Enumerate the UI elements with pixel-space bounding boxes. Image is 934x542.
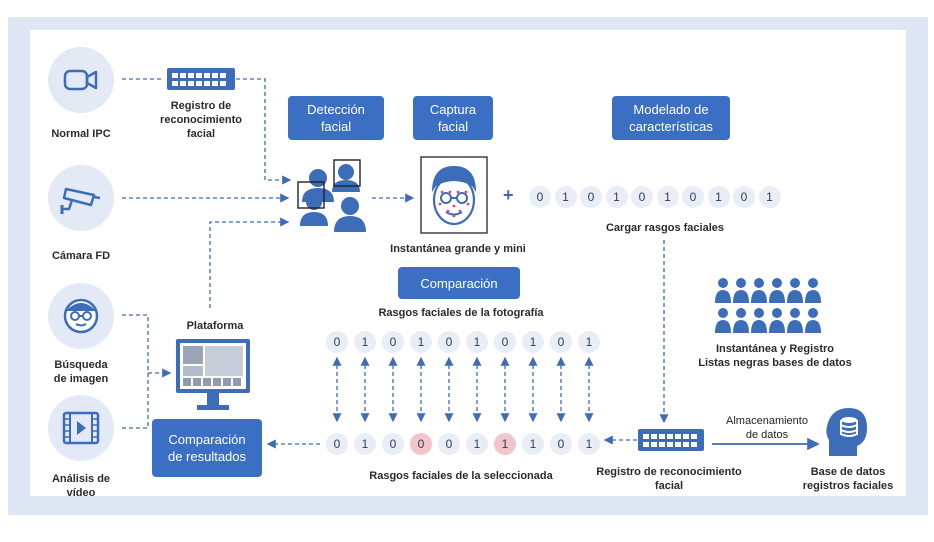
arrow-platform-to-detection (209, 217, 290, 308)
person-icon (715, 278, 731, 303)
nvr-device-bottom-icon (638, 429, 704, 451)
video-file-icon (62, 411, 100, 445)
source-label-fd: Cámara FD (51, 250, 111, 262)
photo-bit: 0 (438, 331, 460, 353)
box-modelado: Modelado de características (612, 96, 730, 140)
person-icon (733, 278, 749, 303)
database-head-icon (826, 408, 867, 456)
photo-bit: 0 (494, 331, 516, 353)
person-icon (751, 308, 767, 333)
source-label-video: Análisis de vídeo (51, 473, 111, 499)
model-bit: 1 (707, 186, 730, 208)
person-icon (769, 308, 785, 333)
person-icon (787, 308, 803, 333)
comparison-arrows (332, 356, 594, 423)
person-icon (805, 278, 821, 303)
label-rasgos-seleccionada: Rasgos faciales de la seleccionada (369, 470, 553, 482)
selected-bit: 0 (550, 433, 572, 455)
model-bit: 1 (758, 186, 781, 208)
cctv-camera-icon (60, 187, 101, 214)
person-icon (751, 278, 767, 303)
model-bit: 0 (733, 186, 755, 208)
person-icon (733, 308, 749, 333)
model-bit: 0 (529, 186, 551, 208)
people-grid-svg (715, 278, 821, 333)
person-icon (715, 308, 731, 333)
label-rasgos-foto: Rasgos faciales de la fotografía (378, 307, 544, 319)
selected-bit: 0 (410, 433, 432, 455)
selected-bit: 1 (354, 433, 376, 455)
person-icon (787, 278, 803, 303)
label-registro-bottom: Registro de reconocimiento facial (596, 466, 742, 492)
photo-bit: 0 (550, 331, 572, 353)
label-base-datos: Base de datos registros faciales (802, 466, 894, 492)
model-bit: 0 (631, 186, 653, 208)
plus-sign: + (503, 185, 514, 205)
photo-bit: 1 (466, 331, 488, 353)
photo-bit: 1 (410, 331, 432, 353)
face-capture-icon (420, 156, 488, 234)
photo-bit: 1 (522, 331, 544, 353)
video-camera-icon (63, 69, 98, 91)
selected-bit: 1 (522, 433, 544, 455)
source-label-ipc: Normal IPC (51, 128, 111, 140)
person-glasses-icon (63, 298, 99, 334)
photo-bit: 1 (354, 331, 376, 353)
selected-bit: 1 (494, 433, 516, 455)
label-almacenamiento: Almacenamiento de datos (726, 415, 808, 441)
monitor-icon (176, 339, 250, 410)
source-circle-ipc (48, 47, 114, 113)
nvr-device-icon (167, 68, 235, 90)
person-icon (769, 278, 785, 303)
selected-bit: 1 (466, 433, 488, 455)
label-plataforma: Plataforma (186, 320, 244, 332)
people-group-icon (714, 276, 824, 334)
photo-bit: 0 (382, 331, 404, 353)
model-bit: 0 (682, 186, 704, 208)
photo-bit: 1 (578, 331, 600, 353)
box-captura-facial: Captura facial (413, 96, 493, 140)
person-icon (805, 308, 821, 333)
model-bit: 0 (580, 186, 602, 208)
label-cargar: Cargar rasgos faciales (605, 222, 724, 234)
source-circle-video (48, 395, 114, 461)
box-comparacion-resultados: Comparación de resultados (152, 419, 262, 477)
selected-bit: 1 (578, 433, 600, 455)
box-deteccion-facial: Detección facial (288, 96, 384, 140)
selected-bit: 0 (438, 433, 460, 455)
model-bit: 1 (554, 186, 577, 208)
label-instantanea: Instantánea grande y mini (390, 243, 526, 255)
source-label-search: Búsqueda de imagen (53, 359, 109, 385)
photo-bit: 0 (326, 331, 348, 353)
face-detection-icon (297, 159, 366, 232)
box-comparacion: Comparación (398, 267, 520, 299)
source-circle-search (48, 283, 114, 349)
selected-bit: 0 (326, 433, 348, 455)
model-bit: 1 (605, 186, 628, 208)
selected-bit: 0 (382, 433, 404, 455)
model-bit: 1 (656, 186, 679, 208)
label-instantanea-registro: Instantánea y Registro Listas negras bas… (698, 343, 852, 369)
arrow-registro-to-detection (236, 78, 292, 185)
registro-top-label: Registro de reconocimiento facial (160, 100, 242, 140)
source-circle-fd (48, 165, 114, 231)
